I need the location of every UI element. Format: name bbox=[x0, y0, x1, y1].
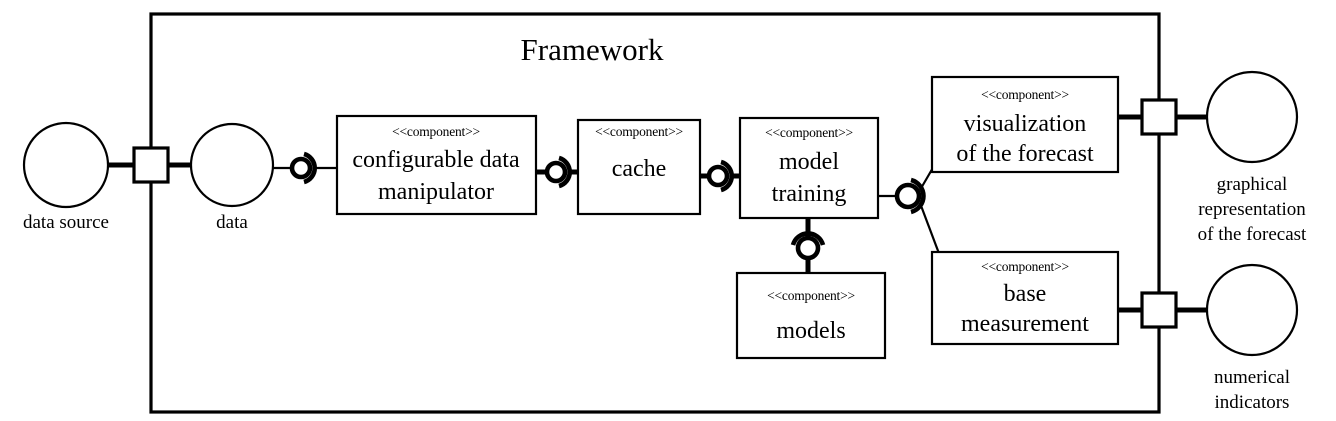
interface-socket-icon bbox=[303, 151, 318, 185]
component-label-line-1: visualization bbox=[964, 111, 1087, 137]
component-box bbox=[735, 271, 887, 360]
component-box bbox=[930, 75, 1120, 174]
component-base-measurement[interactable]: <<component>> base measurement bbox=[930, 250, 1120, 346]
interface-ball-socket-data-to-manipulator bbox=[289, 151, 318, 185]
component-label-line-1: configurable data bbox=[352, 147, 520, 173]
component-label-line-2: training bbox=[772, 181, 847, 207]
external-node-data bbox=[189, 122, 275, 208]
component-label-line-2: manipulator bbox=[378, 179, 494, 205]
component-stereotype: <<component>> bbox=[981, 259, 1069, 274]
component-label-line-2: measurement bbox=[961, 311, 1089, 337]
component-label-line-1: base bbox=[1004, 281, 1047, 307]
interface-ball-icon bbox=[894, 182, 922, 210]
external-node-data-source bbox=[22, 121, 110, 209]
external-label-numerical-indicators: numerical indicators bbox=[1214, 367, 1290, 413]
component-model-training[interactable]: <<component>> model training bbox=[738, 116, 880, 220]
interface-ball-socket-model-training-to-models bbox=[790, 231, 826, 261]
external-node-graphical-representation bbox=[1205, 70, 1299, 164]
interface-socket-icon bbox=[790, 231, 826, 246]
component-stereotype: <<component>> bbox=[981, 87, 1069, 102]
framework-title: Framework bbox=[521, 32, 664, 67]
port-graphical-output[interactable] bbox=[1140, 98, 1178, 136]
component-models[interactable]: <<component>> models bbox=[735, 271, 887, 360]
external-node-numerical-indicators bbox=[1205, 263, 1299, 357]
external-label-line-1: graphical bbox=[1217, 174, 1288, 195]
component-box bbox=[738, 116, 880, 220]
port-numerical-output[interactable] bbox=[1140, 291, 1178, 329]
component-visualization-of-the-forecast[interactable]: <<component>> visualization of the forec… bbox=[930, 75, 1120, 174]
interface-ball-socket-cache-to-model-training bbox=[706, 159, 735, 193]
interface-ball-icon bbox=[544, 160, 568, 184]
component-stereotype: <<component>> bbox=[595, 124, 683, 139]
external-label-data: data bbox=[216, 212, 248, 233]
component-box bbox=[576, 118, 702, 216]
component-cache[interactable]: <<component>> cache bbox=[576, 118, 702, 216]
component-stereotype: <<component>> bbox=[765, 125, 853, 140]
external-label-line-2: representation bbox=[1198, 199, 1306, 220]
external-label-graphical-representation: graphical representation of the forecast bbox=[1198, 174, 1307, 245]
interface-ball-socket-manipulator-to-cache bbox=[544, 155, 573, 189]
component-stereotype: <<component>> bbox=[392, 124, 480, 139]
external-label-data-source: data source bbox=[23, 212, 109, 233]
interface-ball-icon bbox=[289, 156, 313, 180]
component-box bbox=[335, 114, 538, 216]
interface-socket-icon bbox=[558, 155, 573, 189]
interface-socket-icon bbox=[910, 177, 926, 215]
interface-ball-icon bbox=[795, 235, 821, 261]
component-configurable-data-manipulator[interactable]: <<component>> configurable data manipula… bbox=[335, 114, 538, 216]
external-label-line-1: numerical bbox=[1214, 367, 1290, 388]
component-stereotype: <<component>> bbox=[767, 288, 855, 303]
component-label-line-1: models bbox=[776, 318, 845, 344]
component-box bbox=[930, 250, 1120, 346]
component-label-line-2: of the forecast bbox=[956, 141, 1094, 167]
interface-socket-icon bbox=[720, 159, 735, 193]
component-label-line-1: model bbox=[779, 149, 839, 175]
interface-ball-icon bbox=[706, 164, 730, 188]
port-data-source[interactable] bbox=[132, 146, 170, 184]
external-label-line-3: of the forecast bbox=[1198, 224, 1307, 245]
interface-ball-socket-model-training-output bbox=[894, 177, 926, 215]
external-label-line-2: indicators bbox=[1215, 392, 1290, 413]
component-label-line-1: cache bbox=[612, 156, 667, 182]
